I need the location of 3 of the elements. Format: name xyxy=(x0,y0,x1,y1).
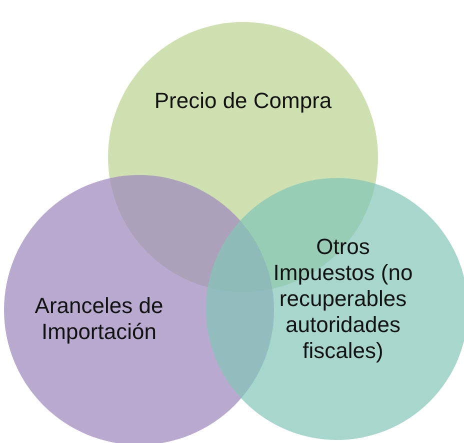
circle-label: Otros Impuestos (no recuperables autoridades fiscales) xyxy=(272,234,414,364)
circle-label: Aranceles de Importación xyxy=(34,293,164,345)
circle-label: Precio de Compra xyxy=(153,88,333,114)
